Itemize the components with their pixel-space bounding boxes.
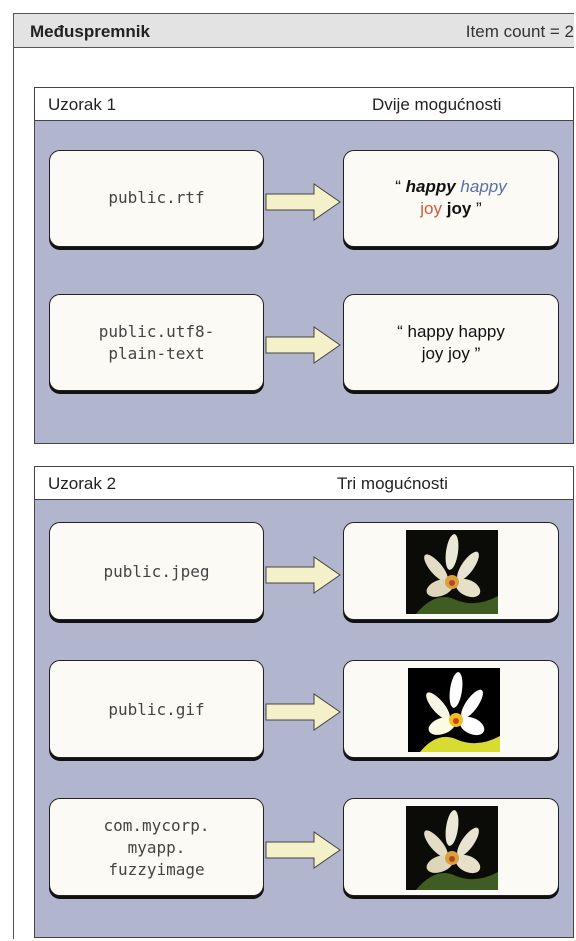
arrow-right-icon (265, 556, 341, 594)
type-box-public-jpeg: public.jpeg (49, 522, 264, 620)
rtf-word-2: happy (455, 177, 507, 196)
rtf-word-3: joy (420, 199, 443, 218)
sample-2-options: Tri mogućnosti (337, 474, 448, 493)
orchid-image-icon (406, 806, 498, 890)
sample-2-name: Uzorak 2 (48, 474, 117, 493)
arrow-right-icon (265, 326, 341, 364)
type-label: public.utf8- plain-text (98, 322, 215, 363)
plain-text-line-1: “ happy happy (397, 322, 505, 341)
arrow-right-icon (265, 183, 341, 221)
orchid-image-icon (406, 530, 498, 614)
plain-text-line-2: joy joy ” (421, 344, 481, 363)
rtf-open-quote: “ (395, 177, 406, 196)
sample-1-options: Dvije mogućnosti (372, 95, 502, 114)
type-label: public.gif (108, 700, 205, 719)
representation-box-rtf: “ happy happy joy joy ” (343, 150, 559, 247)
representation-box-jpeg (343, 522, 559, 620)
arrow-right-icon (265, 831, 341, 869)
arrow-right-icon (265, 693, 341, 731)
item-count: Item count = 2 (465, 22, 574, 41)
type-label: public.jpeg (103, 562, 210, 581)
plain-text: “ happy happy joy joy ” (344, 321, 558, 365)
representation-box-plain-text: “ happy happy joy joy ” (343, 294, 559, 391)
type-box-public-utf8-plain-text: public.utf8- plain-text (49, 294, 264, 391)
rtf-close-quote: ” (471, 199, 482, 218)
type-box-public-rtf: public.rtf (49, 150, 264, 247)
type-label: public.rtf (108, 188, 205, 207)
type-box-public-gif: public.gif (49, 660, 264, 758)
sample-1-header: Uzorak 1 Dvije mogućnosti (35, 88, 573, 121)
rtf-text: “ happy happy joy joy ” (344, 176, 558, 220)
clipboard-title: Međuspremnik (30, 22, 150, 41)
sample-2-panel: Uzorak 2 Tri mogućnosti public.jpeg (34, 466, 574, 938)
representation-box-fuzzyimage (343, 798, 559, 896)
sample-1-panel: Uzorak 1 Dvije mogućnosti public.rtf “ h… (34, 87, 574, 444)
sample-1-name: Uzorak 1 (48, 95, 117, 114)
type-box-com-mycorp-myapp-fuzzyimage: com.mycorp. myapp. fuzzyimage (49, 798, 264, 896)
sample-2-header: Uzorak 2 Tri mogućnosti (35, 467, 573, 500)
rtf-word-4: joy (442, 199, 472, 218)
orchid-image-icon (408, 668, 500, 752)
type-label: com.mycorp. myapp. fuzzyimage (103, 816, 210, 879)
clipboard-header: Međuspremnik Item count = 2 (14, 14, 574, 48)
representation-box-gif (343, 660, 559, 758)
rtf-word-1: happy (405, 177, 456, 196)
clipboard-frame: Međuspremnik Item count = 2 Uzorak 1 Dvi… (13, 13, 574, 939)
